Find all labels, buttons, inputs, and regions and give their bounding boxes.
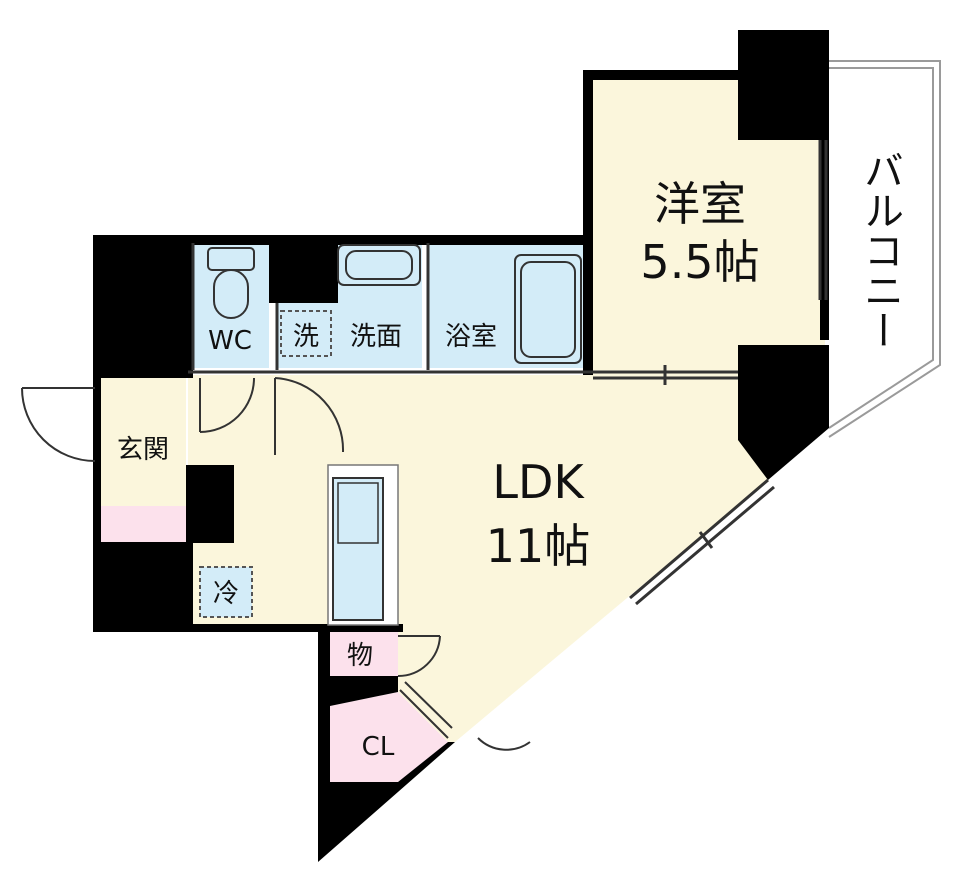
sink-fixture <box>337 244 421 286</box>
partition-lines <box>188 140 828 606</box>
western-room-size: 5.5帖 <box>640 235 759 289</box>
fridge-label: 冷 <box>213 579 239 609</box>
wc-label: WC <box>208 326 252 356</box>
washroom-label: 洗面 <box>350 322 402 352</box>
ldk-size: 11帖 <box>486 519 591 573</box>
kitchen-counter <box>327 464 399 626</box>
storage-floor <box>330 632 398 676</box>
entrance-step <box>100 506 186 542</box>
fridge-box <box>199 566 253 618</box>
entrance-label: 玄関 <box>117 435 169 465</box>
balcony-outline <box>828 60 941 438</box>
bathroom-label: 浴室 <box>445 322 497 352</box>
walls <box>93 30 829 862</box>
bathtub-fixture <box>514 254 582 364</box>
balcony-label: バルコニー <box>857 150 903 350</box>
storage-label: 物 <box>347 641 373 671</box>
washer-box <box>280 310 332 357</box>
toilet-fixture <box>207 247 255 319</box>
entrance-floor <box>100 378 186 506</box>
closet-floor <box>330 692 448 782</box>
closet-label: CL <box>362 732 395 762</box>
doors <box>21 377 531 751</box>
washer-label: 洗 <box>293 322 319 352</box>
western-room-name: 洋室 <box>654 177 746 231</box>
ldk-name: LDK <box>492 455 585 509</box>
